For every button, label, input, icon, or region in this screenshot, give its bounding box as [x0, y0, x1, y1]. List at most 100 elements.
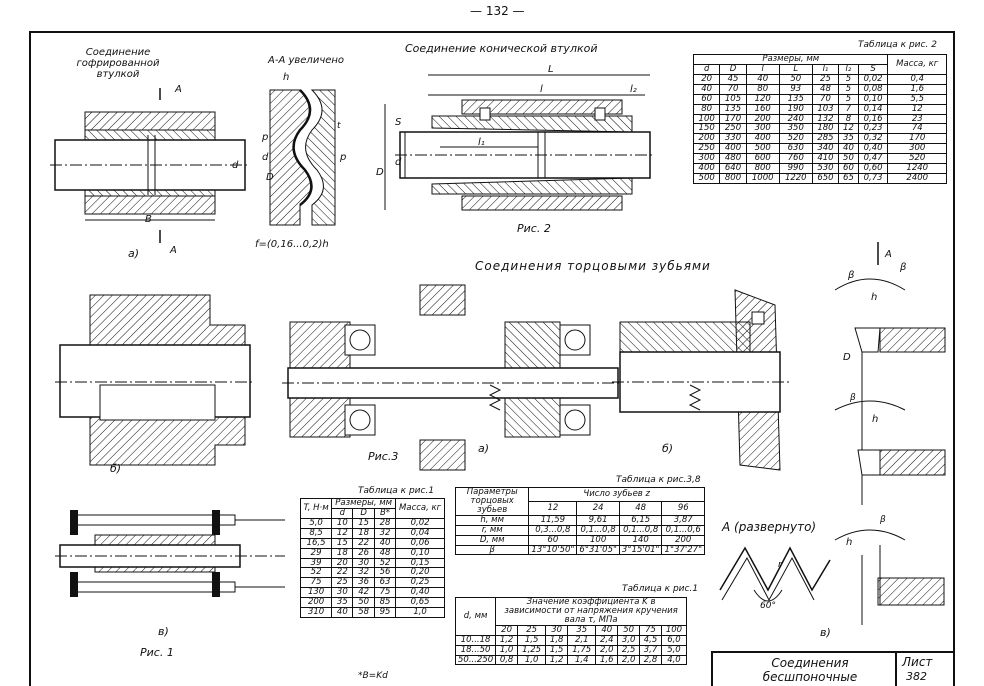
table-cell: 2,8	[639, 654, 662, 666]
table-cell: 4,5	[639, 634, 662, 646]
view-a-mark: A	[884, 249, 892, 260]
tablek-tau-header: 20	[495, 624, 519, 636]
table-cell: 250	[719, 123, 747, 135]
beta-4: β	[879, 515, 886, 525]
table-cell: 9,61	[576, 514, 620, 526]
table-cell: 0,02	[395, 517, 445, 529]
table-cell: 1240	[887, 163, 947, 175]
table-cell: 75	[299, 577, 333, 589]
table-cell: 6,0	[660, 634, 688, 646]
table-cell: 400	[745, 133, 780, 145]
table38-teeth-header: Число зубьев z	[528, 487, 705, 502]
table-cell: 0,20	[395, 567, 445, 579]
table-cell: 180	[811, 123, 840, 135]
table2-column-header: l	[745, 63, 780, 75]
dim-h-detail-label: h	[871, 292, 877, 303]
table2-column-header: d	[692, 63, 721, 75]
dim-D-aa-label: D	[266, 172, 274, 183]
table-cell: 60	[528, 534, 578, 546]
table-cell: 40	[373, 537, 397, 549]
table-cell: 26	[352, 547, 375, 559]
tablek-tau-header: 100	[660, 624, 688, 636]
table-cell: 0,02	[857, 73, 889, 85]
stamp-title: Соединения бесшпоночные	[762, 656, 858, 684]
table-cell: 0,06	[395, 537, 445, 549]
corrugated-sleeve-drawing	[50, 88, 250, 243]
table-cell: 52	[373, 557, 397, 569]
table2-column-header: D	[719, 63, 747, 75]
title-conical: Соединение конической втулкой	[405, 42, 598, 55]
table-cell: 190	[778, 103, 813, 115]
table2-column-header: l₂	[838, 63, 859, 75]
dim-l1-label: l₁	[478, 137, 485, 148]
table-cell: 1,8	[545, 634, 569, 646]
table-cell: 0,15	[395, 557, 445, 569]
table-cell: 640	[719, 163, 747, 175]
table-cell: 25	[331, 577, 354, 589]
table-cell: 45	[719, 73, 747, 85]
table-cell: 75	[373, 587, 397, 599]
table-cell: 105	[719, 93, 747, 105]
table-cell: 0,40	[857, 143, 889, 155]
table-cell: 1,0	[495, 644, 519, 656]
table-cell: 310	[299, 607, 333, 619]
table-cell: 12	[331, 527, 354, 539]
table1-column-header: B*	[373, 507, 397, 519]
tooth-detail-drawing	[834, 242, 946, 625]
tablek-tau-header: 35	[567, 624, 597, 636]
table-cell: 32	[352, 567, 375, 579]
bolted-assembly-drawing	[55, 510, 285, 597]
face-teeth-center-drawing	[282, 284, 625, 471]
table-cell: 22	[331, 567, 354, 579]
table-cell: 410	[811, 153, 840, 165]
table-cell: 0,14	[857, 103, 889, 115]
table-cell: 0,32	[857, 133, 889, 145]
table-cell: 12	[838, 123, 859, 135]
table38-teeth-count: 96	[661, 500, 705, 516]
table1-column-header: D	[352, 507, 375, 519]
table-cell: 0,3...0,8	[528, 524, 578, 536]
table-cell: 0,1...0,8	[576, 524, 620, 536]
stamp-sheet-label: Лист	[902, 655, 933, 669]
tablek-tau-header: 40	[595, 624, 619, 636]
table-cell: 30	[352, 557, 375, 569]
title-corrugated: Соединение гофрированной втулкой	[76, 47, 160, 80]
dim-p-label: p	[261, 132, 268, 143]
dim-h-detail3-label: h	[846, 537, 852, 548]
table-cell: 132	[811, 113, 840, 125]
table-cell: 63	[373, 577, 397, 589]
table-cell: 1,2	[545, 654, 569, 666]
table-cell: 50	[838, 153, 859, 165]
table-cell: 650	[811, 173, 840, 184]
section-mark-a-bottom: A	[169, 245, 177, 256]
fig2-caption: Рис. 2	[517, 222, 551, 235]
dim-d-aa-label: d	[262, 152, 269, 163]
table-cell: 170	[887, 133, 947, 145]
table2-column-header: L	[778, 63, 813, 75]
table2-group-header: Размеры, мм	[692, 54, 889, 65]
dim-r-label: r	[778, 560, 783, 570]
table-cell: 0,60	[857, 163, 889, 175]
table-cell: 40	[838, 143, 859, 155]
table-cell: 2,1	[567, 634, 597, 646]
table-cell: 2,0	[595, 644, 619, 656]
fig3v-detail-label: в)	[820, 626, 831, 639]
tablek-tau-header: 50	[617, 624, 641, 636]
table-cell: 0,1...0,8	[618, 524, 663, 536]
section-mark-a-top: A	[174, 84, 182, 95]
table-cell: r, мм	[454, 524, 530, 536]
table-cell: 103	[811, 103, 840, 115]
table-cell: 35	[331, 597, 354, 609]
table-cell: 240	[778, 113, 813, 125]
table-cell: 250	[692, 143, 721, 155]
page-number: — 132 —	[470, 4, 525, 18]
